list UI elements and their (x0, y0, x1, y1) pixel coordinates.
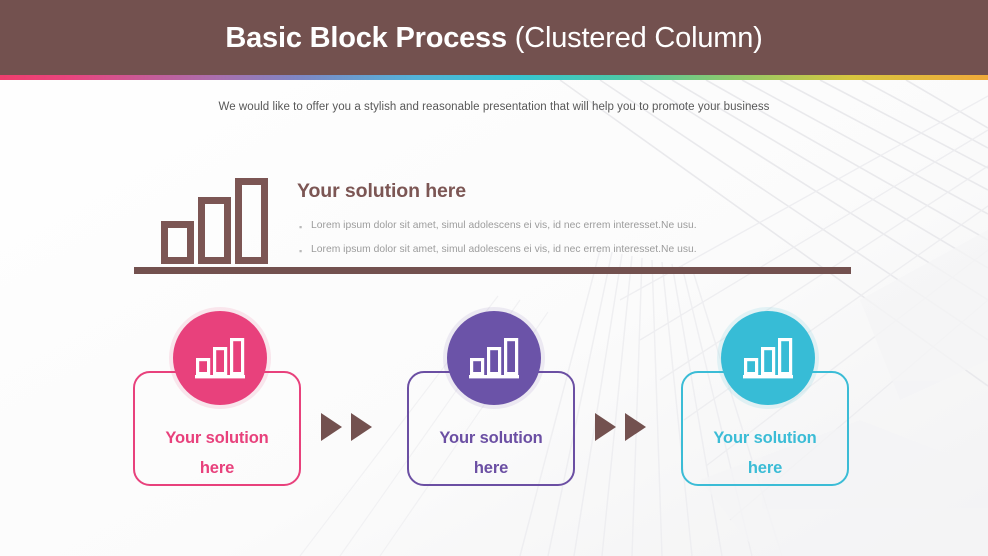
step-label-line2: here (473, 459, 509, 477)
bar-chart-icon (743, 337, 793, 379)
rainbow-gradient-bar (0, 75, 988, 80)
list-item: ▪ Lorem ipsum dolor sit amet, simul adol… (299, 219, 859, 234)
triangle-arrow-right-icon (625, 413, 646, 441)
page-title: Basic Block Process (Clustered Column) (0, 21, 988, 55)
horizontal-divider (134, 267, 851, 274)
top-info-block: Your solution here ▪ Lorem ipsum dolor s… (134, 170, 854, 280)
triangle-arrow-right-icon (321, 413, 342, 441)
triangle-arrow-right-icon (351, 413, 372, 441)
page-title-bold: Basic Block Process (225, 22, 507, 54)
bullet-list: ▪ Lorem ipsum dolor sit amet, simul adol… (299, 219, 859, 267)
step-label-1: Your solution here (133, 423, 301, 483)
step-label-line1: Your solution (165, 429, 269, 447)
process-step-3[interactable]: Your solution here (681, 305, 853, 491)
step-label-line2: here (747, 459, 783, 477)
step-circle-3[interactable] (721, 311, 815, 405)
bar-chart-icon (160, 174, 272, 266)
step-label-line2: here (199, 459, 235, 477)
list-item: ▪ Lorem ipsum dolor sit amet, simul adol… (299, 243, 859, 258)
subtitle-text: We would like to offer you a stylish and… (218, 101, 770, 113)
bar-chart-icon (195, 337, 245, 379)
triangle-arrow-right-icon (595, 413, 616, 441)
bullet-text: Lorem ipsum dolor sit amet, simul adoles… (311, 220, 697, 231)
process-step-2[interactable]: Your solution here (407, 305, 579, 491)
connector-1 (321, 413, 372, 441)
step-circle-2[interactable] (447, 311, 541, 405)
bullet-marker-icon: ▪ (299, 222, 303, 232)
connector-2 (595, 413, 646, 441)
bullet-text: Lorem ipsum dolor sit amet, simul adoles… (311, 244, 697, 255)
step-label-2: Your solution here (407, 423, 575, 483)
section-heading: Your solution here (297, 180, 467, 202)
step-label-line1: Your solution (713, 429, 817, 447)
step-label-line1: Your solution (439, 429, 543, 447)
bullet-marker-icon: ▪ (299, 246, 303, 256)
slide-header: Basic Block Process (Clustered Column) (0, 0, 988, 75)
step-circle-1[interactable] (173, 311, 267, 405)
page-title-light: (Clustered Column) (514, 22, 763, 54)
step-label-3: Your solution here (681, 423, 849, 483)
bar-chart-icon (469, 337, 519, 379)
process-step-1[interactable]: Your solution here (133, 305, 305, 491)
